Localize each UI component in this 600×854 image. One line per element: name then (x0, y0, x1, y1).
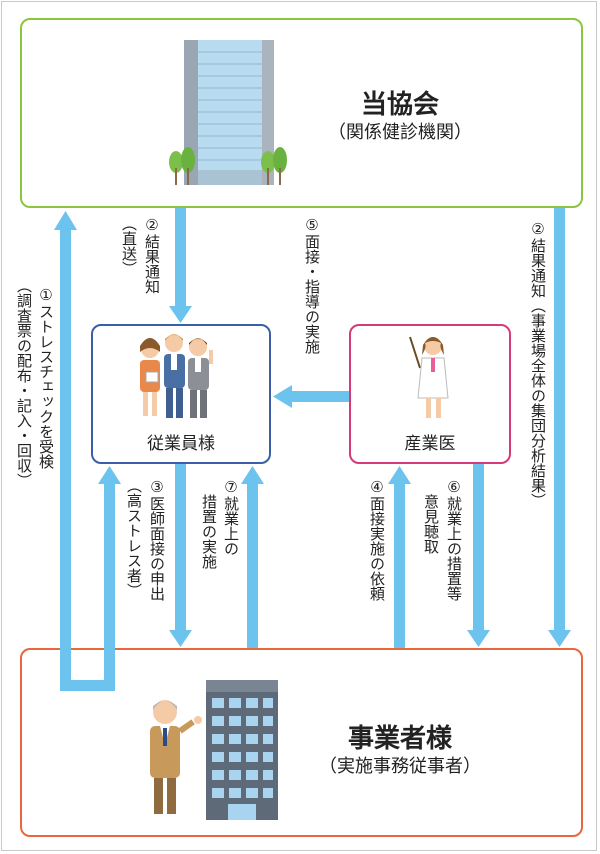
arrow-employee-to-employer (169, 464, 192, 647)
arrow-step7 (241, 466, 264, 648)
step3-sub: （高ストレス者） (125, 478, 143, 598)
arrow-step4 (388, 466, 411, 648)
employees-icon (140, 334, 213, 418)
tree-icon (169, 147, 287, 185)
step7-main: ⑦就業上の (222, 478, 240, 556)
doctor-label: 産業医 (404, 434, 456, 454)
employer-subtitle: （実施事務従事者） (319, 756, 481, 777)
arrow-step3-request (98, 466, 121, 690)
step2-direct-main: ②結果通知 (143, 216, 161, 294)
building-icon (184, 40, 274, 185)
businessman-icon (150, 700, 202, 814)
step1-main: ①ストレスチェックを受検 (37, 286, 55, 469)
step2-direct-sub: （直送） (120, 216, 138, 276)
arrow-step6 (467, 464, 490, 647)
step6-main: ⑥就業上の措置等 (445, 478, 463, 601)
step1-sub: （調査票の配布・記入・回収） (15, 278, 33, 488)
step6-sub: 意見聴取 (422, 494, 440, 554)
employee-label: 従業員様 (147, 434, 215, 454)
step2-group-label: ②結果通知（事業場全体の集団分析結果） (529, 220, 547, 508)
doctor-icon (409, 336, 449, 418)
office-building-icon (206, 680, 278, 820)
employer-title: 事業者様 (347, 724, 452, 754)
arrow-step5 (273, 385, 349, 408)
association-title: 当協会 (360, 90, 439, 120)
arrow-step1 (54, 211, 115, 691)
step3-main: ③医師面接の申出 (148, 478, 166, 601)
association-box (20, 18, 583, 208)
step4-label: ④面接実施の依頼 (368, 478, 386, 601)
arrow-step2-direct (169, 208, 192, 323)
step5-label: ⑤面接・指導の実施 (303, 216, 321, 354)
step7-sub: 措置の実施 (200, 494, 218, 569)
association-subtitle: （関係健診機関） (328, 122, 472, 143)
arrow-step2-group (548, 208, 571, 647)
